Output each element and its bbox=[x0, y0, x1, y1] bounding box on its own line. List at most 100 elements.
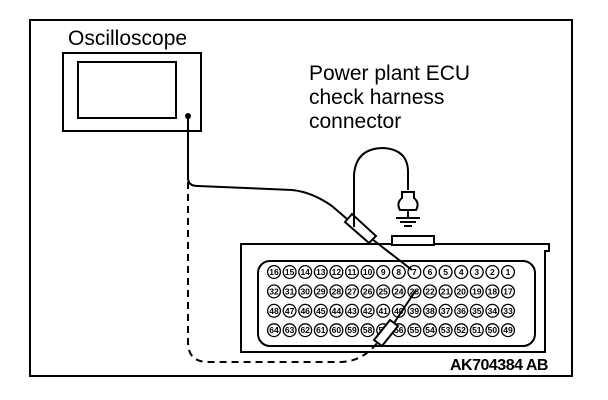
connector-pin-label: 5 bbox=[443, 267, 448, 277]
connector-pin-label: 53 bbox=[441, 325, 451, 335]
oscilloscope-label: Oscilloscope bbox=[68, 27, 188, 50]
connector-pin-label: 11 bbox=[348, 267, 357, 277]
connector-pin-label: 36 bbox=[456, 306, 466, 316]
connector-pin-label: 46 bbox=[300, 306, 310, 316]
connector-pin bbox=[282, 303, 297, 318]
connector-pin-label: 14 bbox=[300, 267, 310, 277]
connector-pin bbox=[266, 284, 282, 299]
connector-pin bbox=[313, 284, 328, 299]
connector-pin-label: 42 bbox=[363, 306, 373, 316]
connector-pin bbox=[422, 284, 438, 299]
connector-pin-label: 13 bbox=[316, 267, 326, 277]
connector-pin bbox=[485, 284, 500, 299]
connector-pin bbox=[360, 284, 375, 299]
connector-pin bbox=[469, 264, 484, 280]
connector-pin-label: 18 bbox=[488, 286, 498, 296]
probe-lead-dashed bbox=[187, 122, 379, 363]
connector-pin-label: 10 bbox=[363, 267, 373, 277]
connector-pin-label: 20 bbox=[456, 286, 466, 296]
connector-pin bbox=[438, 264, 453, 280]
connector-pin bbox=[407, 303, 422, 318]
connector-pin bbox=[344, 264, 360, 280]
lower-probe-tip bbox=[393, 289, 417, 324]
connector-pin bbox=[298, 284, 313, 299]
connector-pin bbox=[391, 284, 406, 299]
connector-pin-label: 25 bbox=[378, 286, 388, 296]
connector-pin bbox=[469, 303, 484, 318]
connector-pin bbox=[360, 264, 375, 280]
connector-pin-label: 54 bbox=[425, 325, 435, 335]
test-lamp-lead bbox=[353, 146, 409, 227]
connector-pin bbox=[360, 323, 375, 338]
connector-pin bbox=[438, 284, 453, 299]
connector-pin bbox=[282, 284, 297, 299]
connector-pin bbox=[360, 303, 375, 318]
connector-pin bbox=[454, 264, 469, 280]
connector-pin-label: 60 bbox=[332, 325, 342, 335]
figure-code: AK704384 AB bbox=[450, 357, 548, 374]
connector-pin-label: 35 bbox=[472, 306, 482, 316]
connector-pin-label: 49 bbox=[503, 325, 513, 335]
connector-pin-label: 22 bbox=[425, 286, 435, 296]
connector-pin-label: 34 bbox=[488, 306, 498, 316]
connector-pin-label: 63 bbox=[285, 325, 295, 335]
connector-pin bbox=[485, 303, 500, 318]
connector-title-line-2: check harness bbox=[309, 86, 445, 109]
connector-pin-label: 52 bbox=[456, 325, 466, 335]
connector-pin bbox=[298, 303, 313, 318]
connector-pin bbox=[454, 284, 469, 299]
connector-pin-label: 47 bbox=[285, 306, 295, 316]
connector-title-line-3: connector bbox=[309, 110, 402, 133]
connector-pin bbox=[329, 284, 344, 299]
connector-pin-label: 9 bbox=[381, 267, 386, 277]
connector-pin-label: 43 bbox=[347, 306, 357, 316]
connector-pin bbox=[298, 323, 313, 338]
connector-pin bbox=[500, 303, 516, 318]
connector-pin-label: 56 bbox=[394, 325, 404, 335]
connector-pin-label: 31 bbox=[285, 286, 295, 296]
upper-probe-tip bbox=[371, 238, 413, 271]
connector-pin-label: 28 bbox=[332, 286, 342, 296]
connector-pin bbox=[407, 323, 422, 338]
connector-title: Power plant ECU check harness connector bbox=[309, 62, 470, 134]
connector-pin-label: 21 bbox=[441, 286, 451, 296]
connector-pin-face bbox=[257, 260, 536, 347]
connector-pin-label: 27 bbox=[347, 286, 357, 296]
lower-probe bbox=[372, 318, 400, 348]
connector-pin-label: 45 bbox=[316, 306, 326, 316]
ground-symbol bbox=[396, 217, 420, 227]
connector-pin bbox=[313, 323, 328, 338]
connector-pin bbox=[376, 303, 391, 318]
connector-pin-label: 19 bbox=[472, 286, 482, 296]
connector-pin bbox=[376, 264, 391, 280]
connector-pin bbox=[422, 264, 438, 280]
connector-pin-label: 4 bbox=[459, 267, 464, 277]
connector-pin bbox=[298, 264, 313, 280]
connector-pin bbox=[344, 284, 360, 299]
connector-pin-label: 8 bbox=[396, 267, 401, 277]
connector-pin-label: 39 bbox=[410, 306, 420, 316]
connector-pin-label: 62 bbox=[300, 325, 310, 335]
probe-lead-solid bbox=[187, 116, 355, 226]
connector-pin-label: 6 bbox=[428, 267, 433, 277]
connector-pin-label: 17 bbox=[503, 286, 513, 296]
connector-pin-label: 1 bbox=[506, 267, 511, 277]
connector-pin bbox=[500, 323, 516, 338]
connector-pin-label: 58 bbox=[363, 325, 373, 335]
connector-pin-label: 30 bbox=[300, 286, 310, 296]
connector-pin bbox=[485, 264, 500, 280]
upper-probe bbox=[343, 212, 378, 245]
connector-pin-label: 12 bbox=[332, 267, 342, 277]
connector-pin-label: 2 bbox=[490, 267, 495, 277]
connector-pin bbox=[344, 323, 360, 338]
connector-pin bbox=[500, 284, 516, 299]
connector-pin bbox=[329, 264, 344, 280]
connector-pin bbox=[454, 303, 469, 318]
connector-pin bbox=[329, 323, 344, 338]
connector-pin-label: 51 bbox=[472, 325, 482, 335]
connector-pin bbox=[329, 303, 344, 318]
connector-pin-label: 24 bbox=[394, 286, 404, 296]
connector-pin-label: 59 bbox=[347, 325, 357, 335]
